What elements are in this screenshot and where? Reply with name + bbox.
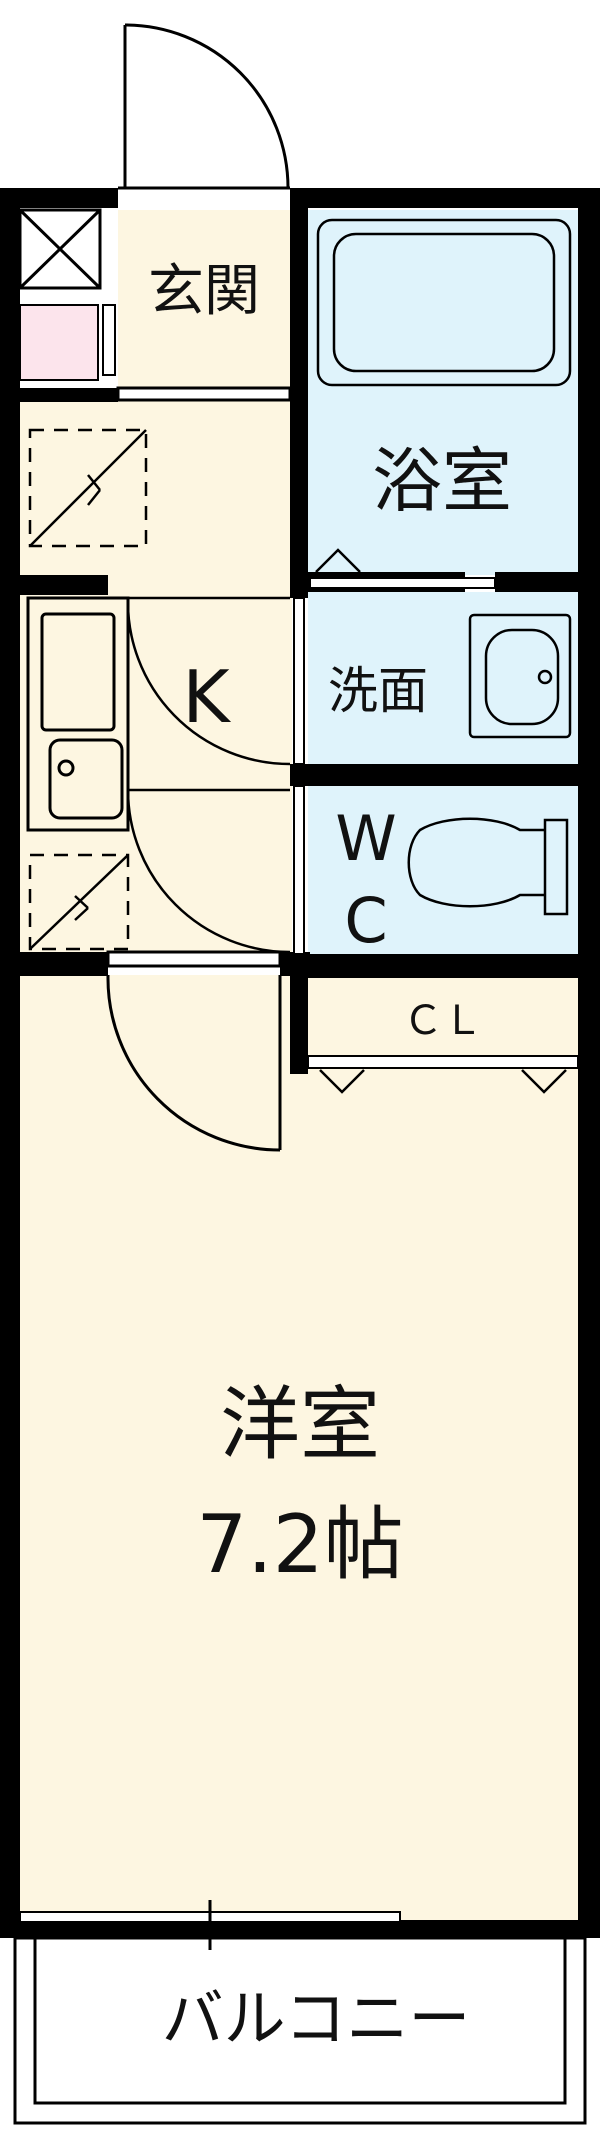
washroom-door-arc: [126, 596, 291, 766]
toilet-door-arc: [126, 788, 291, 954]
toilet-label-w: W: [335, 802, 396, 875]
kitchen-label: K: [182, 655, 231, 739]
balcony-window: [19, 1900, 401, 1950]
bathtub: [315, 218, 572, 573]
room-door: [106, 974, 282, 1152]
entrance-label: 玄関: [148, 259, 260, 324]
western-room-size: 7.2帖: [196, 1498, 403, 1591]
bath-floor: [308, 210, 578, 575]
meter-box: [19, 304, 99, 381]
washroom-label: 洗面: [328, 662, 428, 720]
kitchen-counter: [26, 596, 130, 832]
bath-label: 浴室: [372, 440, 512, 522]
toilet-floor: [308, 786, 578, 954]
washbasin: [468, 613, 572, 739]
western-room-label: 洋室: [220, 1378, 380, 1471]
balcony-outline: [13, 1936, 587, 2125]
kitchen-floor: [20, 400, 292, 952]
vent-square-bottom: [28, 853, 130, 951]
toilet-label-c: C: [344, 884, 387, 957]
western-room-floor-lower: [290, 1056, 578, 1920]
toilet: [407, 817, 569, 916]
entrance-door: [118, 23, 290, 190]
exterior-walls: [0, 188, 600, 1938]
washroom-floor: [308, 592, 578, 764]
closet-label: ＣＬ: [403, 998, 483, 1044]
entrance-floor: [118, 210, 290, 388]
vent-square-top: [28, 428, 148, 548]
closet-rail: [319, 1069, 567, 1094]
balcony-label: バルコニー: [162, 1982, 471, 2055]
